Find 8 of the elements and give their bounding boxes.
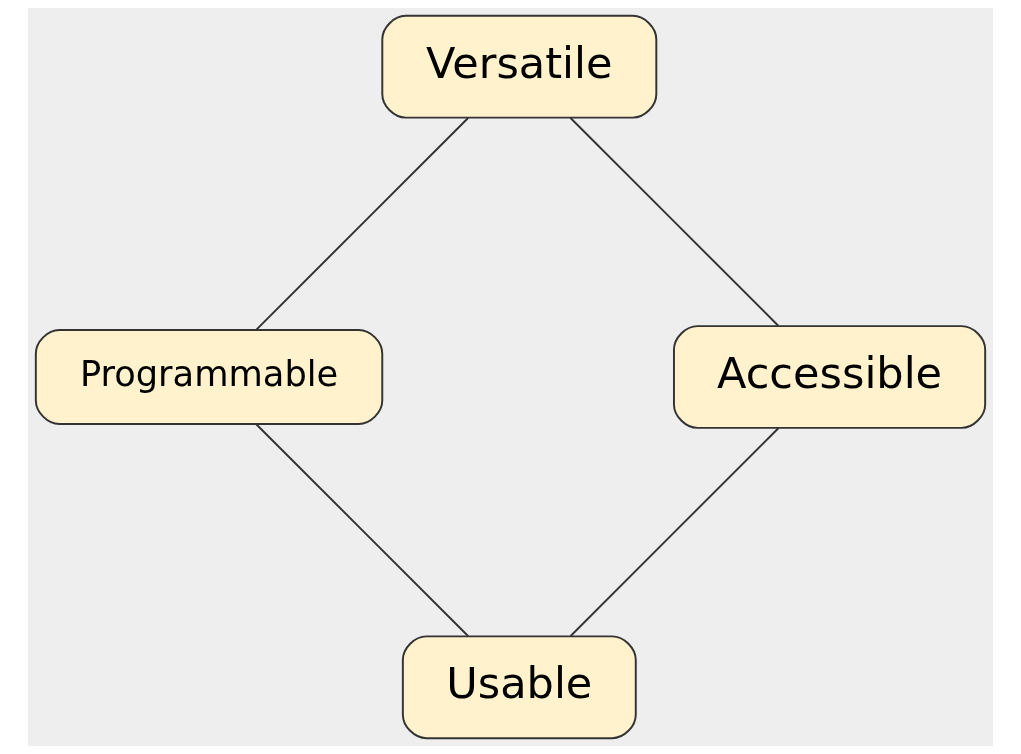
node-box: Usable: [401, 635, 637, 740]
node-box: Programmable: [34, 329, 384, 425]
connector: [255, 116, 470, 331]
connector: [569, 427, 780, 637]
node-box: Accessible: [673, 325, 987, 429]
node-box: Versatile: [381, 14, 658, 119]
connector: [569, 117, 780, 327]
connector: [255, 423, 470, 637]
